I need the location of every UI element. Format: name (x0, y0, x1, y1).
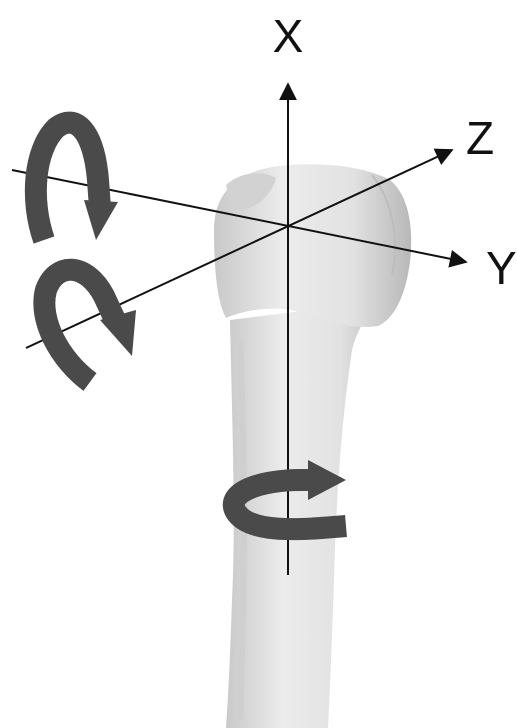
rotation-about-z-icon (44, 270, 136, 382)
rotation-about-y-icon (36, 123, 118, 240)
humerus-bone (214, 164, 411, 728)
z-axis-label: Z (466, 112, 494, 164)
y-axis-label: Y (486, 242, 517, 294)
x-axis-label: X (273, 10, 304, 62)
